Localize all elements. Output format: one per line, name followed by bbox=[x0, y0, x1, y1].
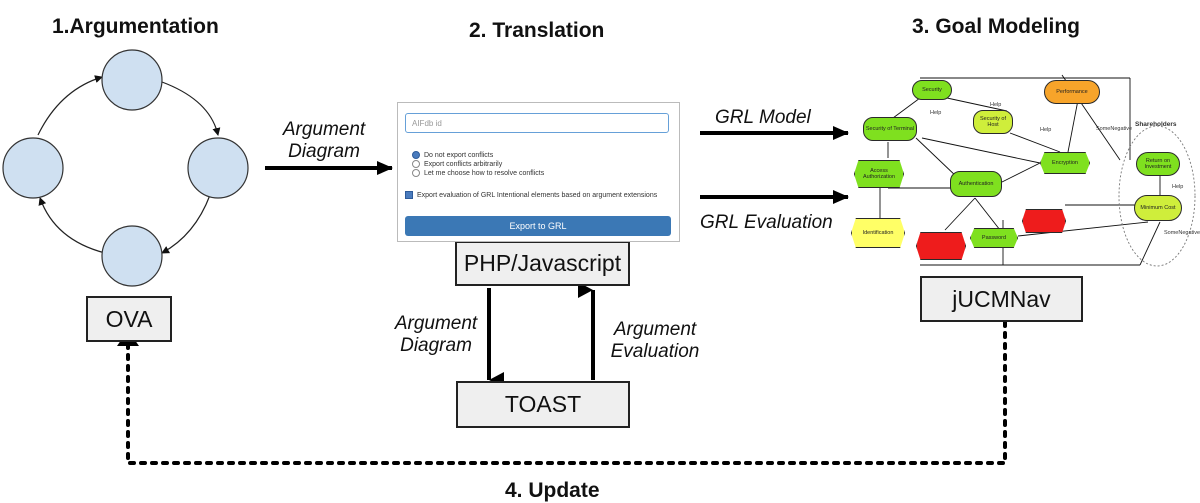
argument-cycle bbox=[2, 49, 249, 287]
grl-node-denied-1 bbox=[916, 232, 966, 260]
grl-help-label-2: Help bbox=[1040, 127, 1052, 133]
argument-node-bottom bbox=[101, 225, 163, 287]
export-evaluation-checkbox[interactable]: Export evaluation of GRL Intentional ele… bbox=[405, 191, 657, 199]
option-no-export-label: Do not export conflicts bbox=[424, 151, 494, 159]
toast-box: TOAST bbox=[456, 381, 630, 428]
translation-title: 2. Translation bbox=[469, 19, 605, 42]
jucmnav-box: jUCMNav bbox=[920, 276, 1083, 322]
grl-node-access-authorization: Access Authorization bbox=[854, 160, 904, 188]
grl-somenegative-label-2: SomeNegative bbox=[1164, 230, 1200, 236]
grl-node-security-host: Security of Host bbox=[973, 110, 1013, 134]
grl-help-label-4: Help bbox=[1172, 184, 1184, 190]
grl-node-identification: Identification bbox=[851, 218, 905, 248]
cycle-arrow-top-right bbox=[161, 81, 221, 136]
argument-evaluation-label: Argument Evaluation bbox=[603, 319, 707, 363]
option-choose-resolve[interactable]: Let me choose how to resolve conflicts bbox=[412, 169, 544, 177]
argument-node-left bbox=[2, 137, 64, 199]
argument-evaluation-line2: Evaluation bbox=[610, 341, 700, 362]
radio-icon[interactable] bbox=[412, 169, 420, 177]
option-choose-resolve-label: Let me choose how to resolve conflicts bbox=[424, 169, 545, 177]
argument-diagram-top-line2: Diagram bbox=[288, 141, 360, 162]
goal-modeling-title: 3. Goal Modeling bbox=[912, 15, 1081, 38]
export-evaluation-label: Export evaluation of GRL Intentional ele… bbox=[417, 191, 658, 199]
argument-diagram-top-line1: Argument bbox=[282, 119, 366, 140]
grl-node-denied-2 bbox=[1022, 209, 1066, 233]
grl-somenegative-label-1: SomeNegative bbox=[1096, 126, 1133, 132]
argumentation-title: 1.Argumentation bbox=[52, 15, 219, 38]
cycle-arrow-bottom-right bbox=[161, 194, 211, 254]
grl-actor-label: Shareholders bbox=[1135, 121, 1177, 128]
argument-diagram-label-left: Argument Diagram bbox=[386, 313, 486, 357]
radio-selected-icon[interactable] bbox=[412, 151, 420, 159]
argument-evaluation-line1: Argument bbox=[613, 319, 697, 340]
argument-diagram-left-line2: Diagram bbox=[400, 335, 472, 356]
grl-help-label-3: Help bbox=[990, 102, 1002, 108]
grl-node-authentication: Authentication bbox=[950, 171, 1002, 197]
checkbox-checked-icon[interactable] bbox=[405, 191, 413, 199]
argument-node-right bbox=[187, 137, 249, 199]
cycle-arrow-bottom-left bbox=[38, 197, 106, 254]
grl-node-password: Password bbox=[970, 228, 1018, 248]
grl-node-security-terminal: Security of Terminal bbox=[863, 117, 917, 141]
grl-node-security: Security bbox=[912, 80, 952, 100]
grl-help-label-1: Help bbox=[930, 110, 942, 116]
grl-node-return-on-investment: Return on Investment bbox=[1136, 152, 1180, 176]
radio-icon[interactable] bbox=[412, 160, 420, 168]
grl-evaluation-label: GRL Evaluation bbox=[700, 212, 833, 233]
ova-box: OVA bbox=[86, 296, 172, 342]
grl-node-encryption: Encryption bbox=[1040, 152, 1090, 174]
php-javascript-box: PHP/Javascript bbox=[455, 241, 630, 286]
update-title: 4. Update bbox=[505, 479, 600, 502]
grl-node-performance: Performance bbox=[1044, 80, 1100, 104]
option-export-arbitrarily-label: Export conflicts arbitrarily bbox=[424, 160, 503, 168]
export-to-grl-button[interactable]: Export to GRL bbox=[405, 216, 671, 236]
grl-node-minimum-cost: Minimum Cost bbox=[1134, 195, 1182, 221]
update-dotted-path bbox=[126, 320, 1007, 465]
translation-form: AIFdb id Do not export conflicts Export … bbox=[397, 102, 680, 242]
option-no-export[interactable]: Do not export conflicts bbox=[412, 151, 493, 159]
option-export-arbitrarily[interactable]: Export conflicts arbitrarily bbox=[412, 160, 502, 168]
argument-diagram-left-line1: Argument bbox=[394, 313, 478, 334]
argument-node-top bbox=[101, 49, 163, 111]
aifdb-id-input[interactable]: AIFdb id bbox=[405, 113, 669, 133]
cycle-arrow-top-left bbox=[37, 75, 103, 136]
argument-diagram-label-top: Argument Diagram bbox=[274, 119, 374, 163]
grl-model-label: GRL Model bbox=[715, 107, 811, 128]
